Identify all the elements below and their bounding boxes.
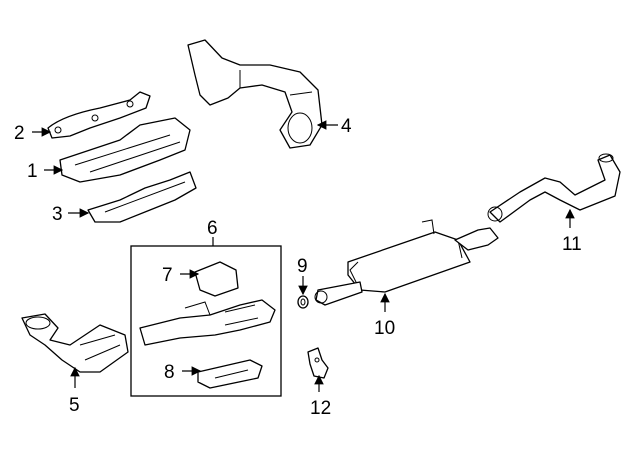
callout-label-12: 12 — [310, 398, 331, 419]
callout-label-11: 11 — [562, 234, 582, 255]
part-2-heat-shield[interactable] — [47, 91, 151, 139]
callout-label-10: 10 — [374, 318, 395, 339]
part-1-exhaust-manifold[interactable] — [59, 117, 191, 183]
part-7-heat-shield[interactable] — [194, 261, 239, 297]
part-8-heat-shield[interactable] — [197, 359, 263, 389]
callout-label-1: 1 — [27, 161, 38, 182]
callout-label-3: 3 — [52, 204, 63, 225]
part-10-muffler[interactable] — [314, 219, 499, 306]
callout-label-2: 2 — [14, 123, 25, 144]
callout-label-4: 4 — [341, 116, 352, 137]
part-3-heat-shield[interactable] — [87, 171, 197, 223]
callout-label-8: 8 — [164, 362, 175, 383]
part-6-kit-box — [130, 245, 282, 397]
part-4-front-pipe[interactable] — [187, 39, 323, 149]
callout-arrows — [32, 120, 575, 392]
callout-label-5: 5 — [69, 395, 80, 416]
callout-label-7: 7 — [162, 265, 173, 286]
part-11-tail-pipe[interactable] — [487, 153, 621, 223]
part-12-bracket[interactable] — [307, 347, 329, 379]
callout-label-6: 6 — [207, 218, 218, 239]
part-5-catalytic-converter[interactable] — [21, 313, 129, 373]
part-6-converter-pipe[interactable] — [139, 299, 276, 346]
part-9-gasket[interactable] — [297, 295, 309, 309]
callout-label-9: 9 — [297, 256, 308, 277]
